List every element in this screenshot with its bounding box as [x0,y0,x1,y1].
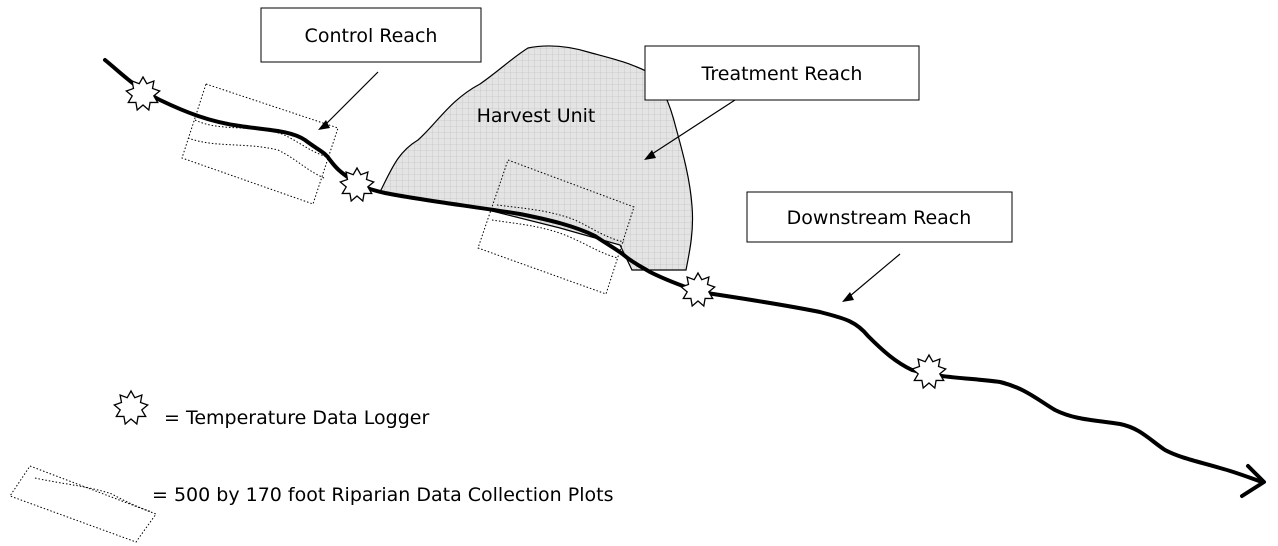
riparian-plot-treatment [477,159,635,295]
riparian-plot-control [181,83,339,205]
temperature-logger-icon [910,353,948,390]
temperature-loggers [112,75,948,426]
starburst-shape [338,166,376,203]
starburst-shape [910,353,948,390]
control-reach-arrowhead [318,120,330,130]
downstream-reach-pointer [849,253,901,297]
starburst-shape [112,389,150,426]
downstream-reach-arrowhead [842,292,854,302]
stream-line [103,58,1264,484]
legend: = Temperature Data Logger = 500 by 170 f… [9,407,613,543]
legend-logger-text: = Temperature Data Logger [164,407,429,429]
downstream-reach-label: Downstream Reach [746,191,1013,302]
stream-arrowhead [1240,464,1266,498]
treatment-reach-pointer [651,99,736,155]
downstream-reach-text: Downstream Reach [787,207,972,229]
treatment-reach-label: Treatment Reach [644,45,920,160]
temperature-logger-icon [124,75,162,112]
treatment-reach-arrowhead [644,150,656,160]
legend-logger-icon [112,389,150,426]
starburst-shape [124,75,162,112]
control-reach-label: Control Reach [260,7,482,130]
temperature-logger-icon [679,271,717,308]
starburst-shape [679,271,717,308]
control-reach-text: Control Reach [305,25,438,47]
harvest-unit-area [379,45,694,271]
temperature-logger-icon [338,166,376,203]
treatment-reach-text: Treatment Reach [701,63,863,85]
legend-plot-icon [9,465,157,543]
control-reach-pointer [325,71,379,125]
harvest-unit-label: Harvest Unit [477,105,596,127]
legend-plot-text: = 500 by 170 foot Riparian Data Collecti… [152,484,613,506]
